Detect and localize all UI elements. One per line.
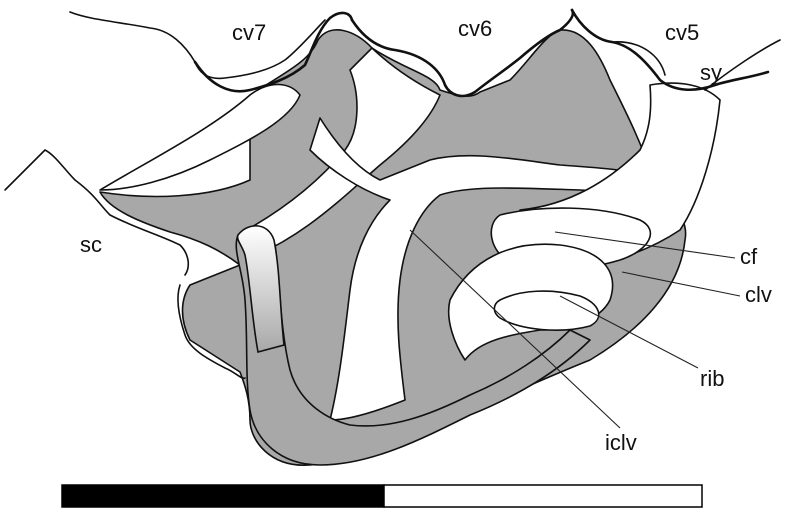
label-clv: clv	[745, 282, 772, 307]
scale-bar-dark	[62, 485, 384, 507]
label-rib: rib	[700, 366, 724, 391]
upper-outline	[70, 12, 325, 78]
label-cv5: cv5	[665, 20, 699, 45]
label-cv6: cv6	[458, 16, 492, 41]
cv5-outline	[612, 42, 665, 75]
label-cf: cf	[740, 244, 758, 269]
label-cv7: cv7	[232, 20, 266, 45]
label-sy: sy	[700, 60, 722, 85]
label-iclv: iclv	[605, 430, 637, 455]
scale-bar-light	[384, 485, 702, 507]
label-sc: sc	[80, 232, 102, 257]
